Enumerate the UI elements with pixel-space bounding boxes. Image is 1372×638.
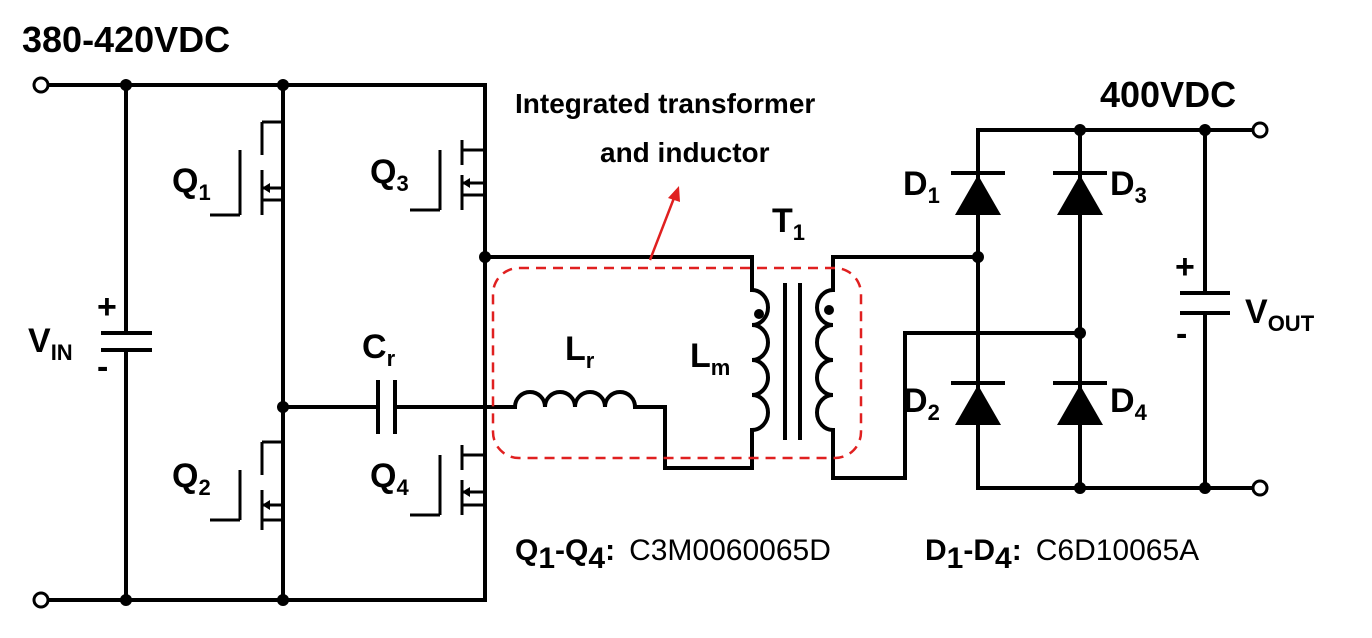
cr-label: Cr	[362, 328, 396, 371]
d-part-number: D1-D4:C6D10065A	[925, 534, 1199, 575]
d3-label: D3	[1110, 165, 1147, 208]
output-voltage-label: 400VDC	[1100, 74, 1236, 115]
diode-d1	[951, 171, 1005, 215]
vout-plus-sign: +	[1175, 248, 1195, 286]
vout-label: VOUT	[1245, 293, 1315, 336]
q3-mosfet	[410, 140, 485, 212]
transformer-t1	[749, 283, 836, 440]
input-capacitor	[101, 79, 152, 606]
vout-positive-terminal	[1251, 121, 1269, 139]
d2-label: D2	[903, 382, 940, 425]
q-part-number: Q1-Q4:C3M0060065D	[515, 534, 831, 575]
vin-label: VIN	[28, 322, 73, 365]
t1-label: T1	[772, 202, 805, 245]
diode-d2	[951, 381, 1005, 425]
output-capacitor	[1180, 291, 1230, 315]
q2-mosfet	[210, 440, 283, 530]
left-leg-wiring	[277, 79, 289, 606]
q1-label: Q1	[172, 162, 211, 205]
q2-label: Q2	[172, 457, 211, 500]
vin-minus-sign: -	[97, 348, 108, 386]
primary-polarity-dot	[754, 309, 764, 319]
d4-label: D4	[1110, 382, 1148, 425]
vout-negative-terminal	[1251, 479, 1269, 497]
secondary-polarity-dot	[824, 305, 834, 315]
input-rails	[32, 76, 487, 609]
secondary-wiring	[831, 255, 1082, 480]
lr-label: Lr	[565, 330, 595, 373]
vin-negative-terminal	[32, 591, 50, 609]
annotation-line-1: Integrated transformer	[515, 88, 815, 119]
integrated-magnetics-outline	[491, 186, 863, 460]
input-voltage-label: 380-420VDC	[22, 19, 230, 60]
annotation-line-2: and inductor	[600, 137, 770, 168]
resonant-inductor	[512, 390, 754, 470]
lm-label: Lm	[690, 337, 730, 380]
vout-minus-sign: -	[1176, 315, 1187, 353]
q3-label: Q3	[370, 153, 409, 196]
resonant-capacitor	[281, 380, 517, 434]
diode-d4	[1053, 381, 1107, 425]
d1-label: D1	[903, 165, 940, 208]
output-terminals	[1251, 121, 1269, 497]
vin-positive-terminal	[32, 76, 50, 94]
diode-d3	[1053, 171, 1107, 215]
vin-plus-sign: +	[97, 288, 117, 326]
q1-mosfet	[210, 120, 283, 217]
q4-label: Q4	[370, 457, 409, 500]
primary-wiring	[483, 255, 754, 470]
q4-mosfet	[410, 445, 485, 517]
right-leg-wiring	[479, 83, 491, 602]
